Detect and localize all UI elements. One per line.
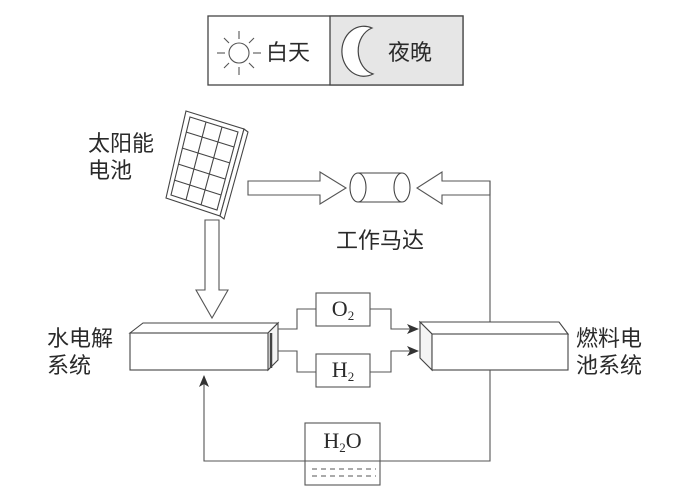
hydrogen-label: H2 [316,357,370,385]
water-symbol-h: H [323,428,340,453]
hydrogen-symbol: H [331,357,348,382]
fuel-cell-box [418,320,570,372]
oxygen-subscript: 2 [347,308,355,323]
energy-arrow-fuelcell-to-motor [415,170,491,206]
electrolysis-label-line1: 水电解 [47,327,114,352]
energy-arrow-solar-to-motor [247,171,348,205]
water-label: H2O [305,428,380,456]
moon-icon [341,25,375,77]
electrolysis-label-line2: 系统 [47,354,92,379]
hydrogen-box [315,353,371,388]
legend-box [207,15,464,86]
sun-icon [217,31,261,75]
arrow-oxygen-to-fuelcell [370,308,419,334]
oxygen-label: O2 [316,296,370,324]
pipe-hydrogen [278,350,316,373]
electrolysis-box [128,321,280,372]
oxygen-box [315,292,371,327]
arrow-hydrogen-to-fuelcell [370,346,419,373]
solar-panel [165,110,249,220]
water-symbol-o: O [345,428,362,453]
pipe-oxygen [278,308,316,330]
solar-cell-label-line1: 太阳能 [88,132,155,157]
solar-cell-label-line2: 电池 [88,159,133,184]
fuel-cell-label-line1: 燃料电 [576,327,643,352]
hydrogen-subscript: 2 [347,369,355,384]
fuel-cell-label-line2: 池系统 [576,354,643,379]
water-tank [304,422,381,486]
oxygen-symbol: O [331,296,348,321]
water-subscript: 2 [339,440,346,455]
legend-day-label: 白天 [266,41,311,66]
legend-night-label: 夜晚 [388,41,433,66]
motor-label: 工作马达 [336,229,425,254]
energy-arrow-solar-to-electrolysis [195,219,229,320]
motor-cylinder [349,172,411,203]
